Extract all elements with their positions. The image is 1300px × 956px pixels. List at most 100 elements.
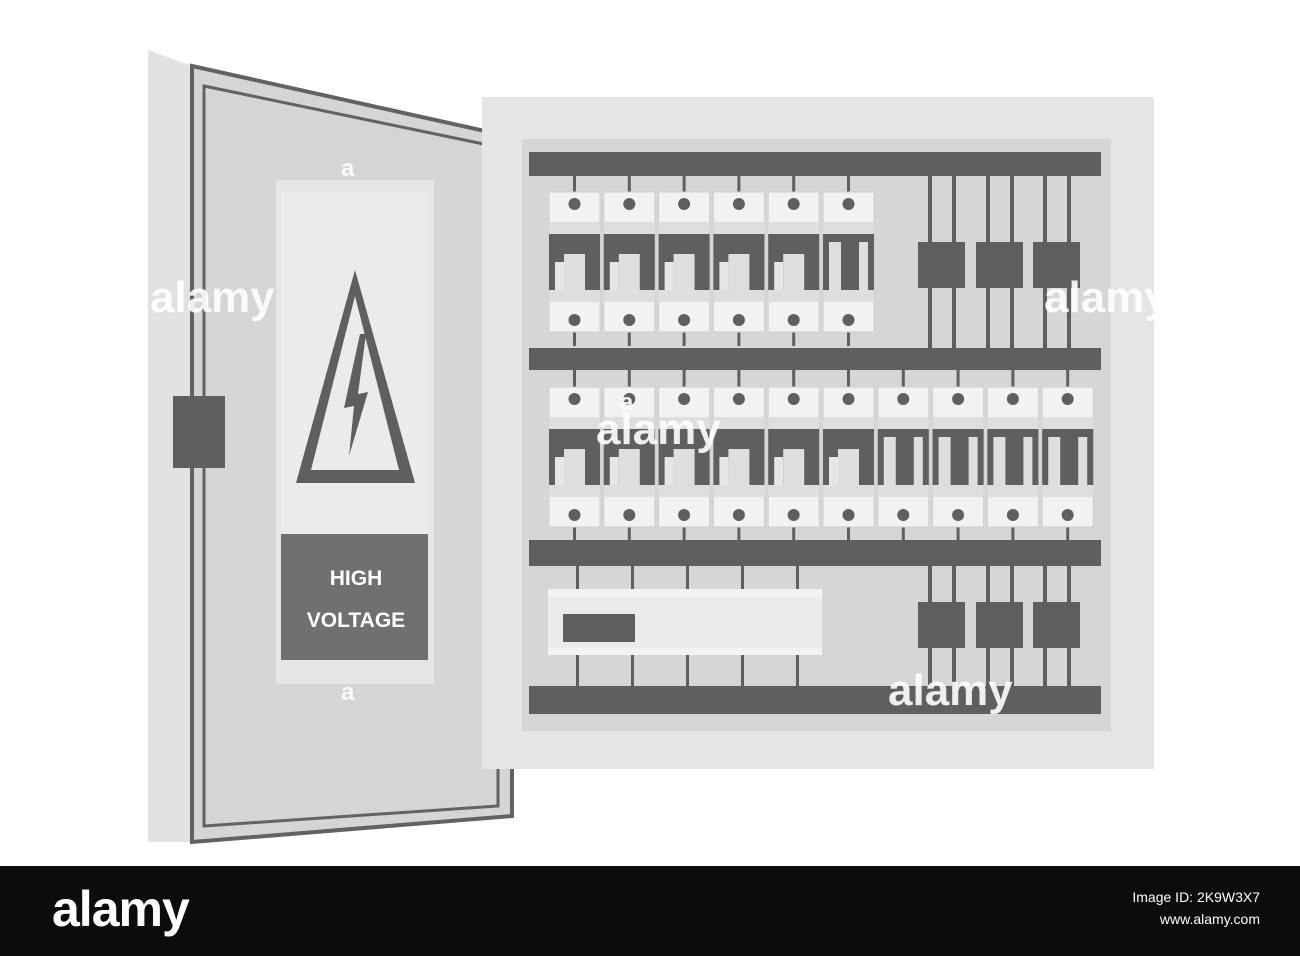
circuit-breaker[interactable] — [712, 367, 765, 541]
circuit-breaker[interactable] — [767, 172, 820, 346]
terminal-screw-icon — [568, 314, 581, 326]
warning-sign: HIGH VOLTAGE — [276, 180, 434, 684]
terminal-screw-icon — [787, 198, 800, 210]
meter-pin — [741, 566, 744, 589]
meter-pin — [631, 566, 634, 589]
terminal-screw-icon — [678, 393, 691, 405]
circuit-breaker[interactable] — [1041, 367, 1094, 541]
meter-pin — [741, 655, 744, 686]
terminal-screw-icon — [842, 393, 855, 405]
meter-pin — [796, 655, 799, 686]
terminal-screw-icon — [678, 314, 691, 326]
circuit-breaker[interactable] — [658, 367, 711, 541]
contactor-group-2 — [918, 566, 1080, 686]
toggle-lever[interactable] — [783, 254, 805, 290]
circuit-breaker[interactable] — [603, 172, 656, 346]
contactor — [918, 176, 965, 348]
contactor — [918, 566, 965, 686]
sign-text-line2: VOLTAGE — [307, 609, 405, 632]
contactor — [1033, 566, 1080, 686]
terminal-screw-icon — [842, 509, 855, 521]
image-credit: Image ID: 2K9W3X7 www.alamy.com — [1132, 886, 1260, 930]
site-url-text: www.alamy.com — [1159, 911, 1260, 927]
toggle-lever[interactable] — [618, 449, 640, 485]
meter-pin — [576, 655, 579, 686]
circuit-breaker[interactable] — [877, 367, 930, 541]
toggle-lever[interactable] — [1048, 437, 1061, 485]
toggle-lever[interactable] — [673, 254, 695, 290]
din-rail-2 — [529, 348, 1101, 370]
watermark-center: alamy — [596, 405, 721, 454]
toggle-lever[interactable] — [783, 449, 805, 485]
contactor-group-1 — [918, 176, 1080, 348]
toggle-lever[interactable] — [728, 254, 750, 290]
circuit-breaker[interactable] — [822, 367, 875, 541]
contactor — [976, 176, 1023, 348]
high-voltage-warning-icon — [296, 270, 415, 483]
circuit-breaker[interactable] — [658, 172, 711, 346]
toggle-lever[interactable] — [838, 449, 859, 485]
terminal-screw-icon — [842, 198, 855, 210]
terminal-screw-icon — [732, 314, 745, 326]
watermark-right: alamy — [1044, 273, 1169, 322]
watermark-mark-mid: a — [620, 389, 634, 416]
terminal-screw-icon — [623, 314, 636, 326]
terminal-screw-icon — [1006, 393, 1019, 405]
door-lock-handle[interactable] — [173, 396, 225, 468]
circuit-breaker[interactable] — [603, 367, 656, 541]
toggle-lever[interactable] — [829, 242, 841, 290]
terminal-screw-icon — [1061, 393, 1074, 405]
breaker-row-2 — [548, 367, 1094, 541]
watermark-bottom: alamy — [888, 666, 1013, 715]
terminal-screw-icon — [787, 509, 800, 521]
din-rail-4 — [529, 686, 1101, 714]
din-rail-1 — [529, 152, 1101, 176]
terminal-screw-icon — [732, 509, 745, 521]
sign-text-line1: HIGH — [330, 567, 383, 590]
circuit-breaker[interactable] — [548, 172, 601, 346]
terminal-screw-icon — [568, 198, 581, 210]
cabinet-door: HIGH VOLTAGE — [148, 50, 517, 845]
terminal-screw-icon — [623, 393, 636, 405]
watermark-left: alamy — [150, 273, 275, 322]
toggle-lever[interactable] — [938, 437, 951, 485]
terminal-screw-icon — [897, 509, 910, 521]
circuit-breaker[interactable] — [548, 367, 601, 541]
terminal-screw-icon — [952, 509, 965, 521]
terminal-screw-icon — [568, 393, 581, 405]
terminal-screw-icon — [952, 393, 965, 405]
circuit-breaker[interactable] — [712, 172, 765, 346]
toggle-lever[interactable] — [564, 449, 585, 485]
meter-pin — [576, 566, 579, 589]
toggle-lever[interactable] — [728, 449, 750, 485]
circuit-breaker[interactable] — [767, 367, 820, 541]
terminal-screw-icon — [568, 509, 581, 521]
terminal-screw-icon — [678, 509, 691, 521]
meter-pin — [796, 566, 799, 589]
toggle-lever[interactable] — [993, 437, 1006, 485]
alamy-logo: alamy — [52, 881, 190, 937]
terminal-screw-icon — [787, 393, 800, 405]
watermark-mark-top: a — [341, 155, 355, 182]
cabinet-body — [482, 97, 1154, 769]
toggle-lever[interactable] — [618, 254, 640, 290]
toggle-lever[interactable] — [673, 449, 695, 485]
circuit-breaker[interactable] — [932, 367, 985, 541]
din-rail-3 — [529, 540, 1101, 566]
terminal-screw-icon — [842, 314, 855, 326]
watermark-mark-low: a — [341, 679, 355, 706]
energy-meter — [548, 566, 822, 686]
image-id-text: Image ID: 2K9W3X7 — [1132, 889, 1260, 905]
watermark-layer: alamy alamy alamy alamy a a a — [150, 155, 1169, 715]
terminal-screw-icon — [732, 198, 745, 210]
contactor — [1033, 176, 1080, 348]
meter-pin — [631, 655, 634, 686]
terminal-screw-icon — [678, 198, 691, 210]
terminal-screw-icon — [1061, 509, 1074, 521]
circuit-breaker[interactable] — [986, 367, 1039, 541]
circuit-breaker[interactable] — [822, 172, 875, 346]
toggle-lever[interactable] — [883, 437, 896, 485]
toggle-lever[interactable] — [564, 254, 585, 290]
meter-display — [563, 614, 635, 642]
